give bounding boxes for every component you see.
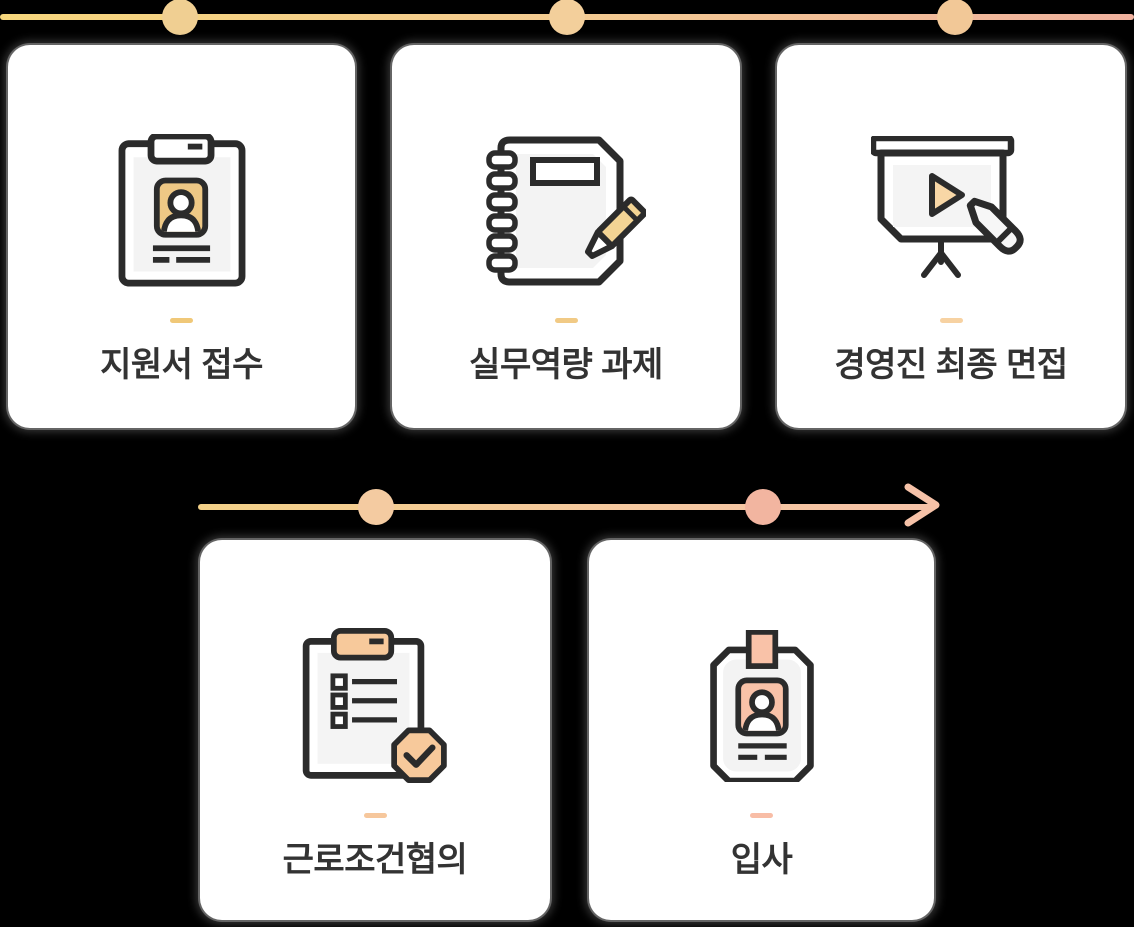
step-card-task: 실무역량 과제 (392, 45, 740, 428)
step-dash (750, 813, 773, 818)
step-dash (939, 318, 963, 323)
arrow-right-icon (904, 483, 940, 527)
step-dash (554, 318, 578, 323)
notebook-pencil-icon (486, 133, 646, 288)
step-label: 입사 (730, 841, 793, 879)
step-label: 근로조건협의 (282, 841, 468, 879)
timeline-bottom-line (198, 504, 932, 510)
step-label: 실무역량 과제 (469, 346, 663, 384)
timeline-dot (358, 489, 394, 525)
timeline-dot (937, 0, 973, 35)
step-dash (170, 318, 193, 323)
timeline-dot (745, 489, 781, 525)
timeline-dot (162, 0, 198, 35)
presentation-pointer-icon (871, 133, 1031, 288)
id-badge-icon (708, 628, 816, 783)
step-dash (363, 813, 387, 818)
step-card-application: 지원서 접수 (8, 45, 355, 428)
checklist-approved-icon (300, 628, 450, 783)
step-card-joining: 입사 (589, 540, 934, 920)
step-card-negotiation: 근로조건협의 (200, 540, 550, 920)
step-label: 지원서 접수 (100, 346, 263, 384)
step-card-interview: 경영진 최종 면접 (777, 45, 1125, 428)
step-label: 경영진 최종 면접 (834, 346, 1068, 384)
timeline-dot (549, 0, 585, 35)
clipboard-id-icon (117, 133, 247, 288)
